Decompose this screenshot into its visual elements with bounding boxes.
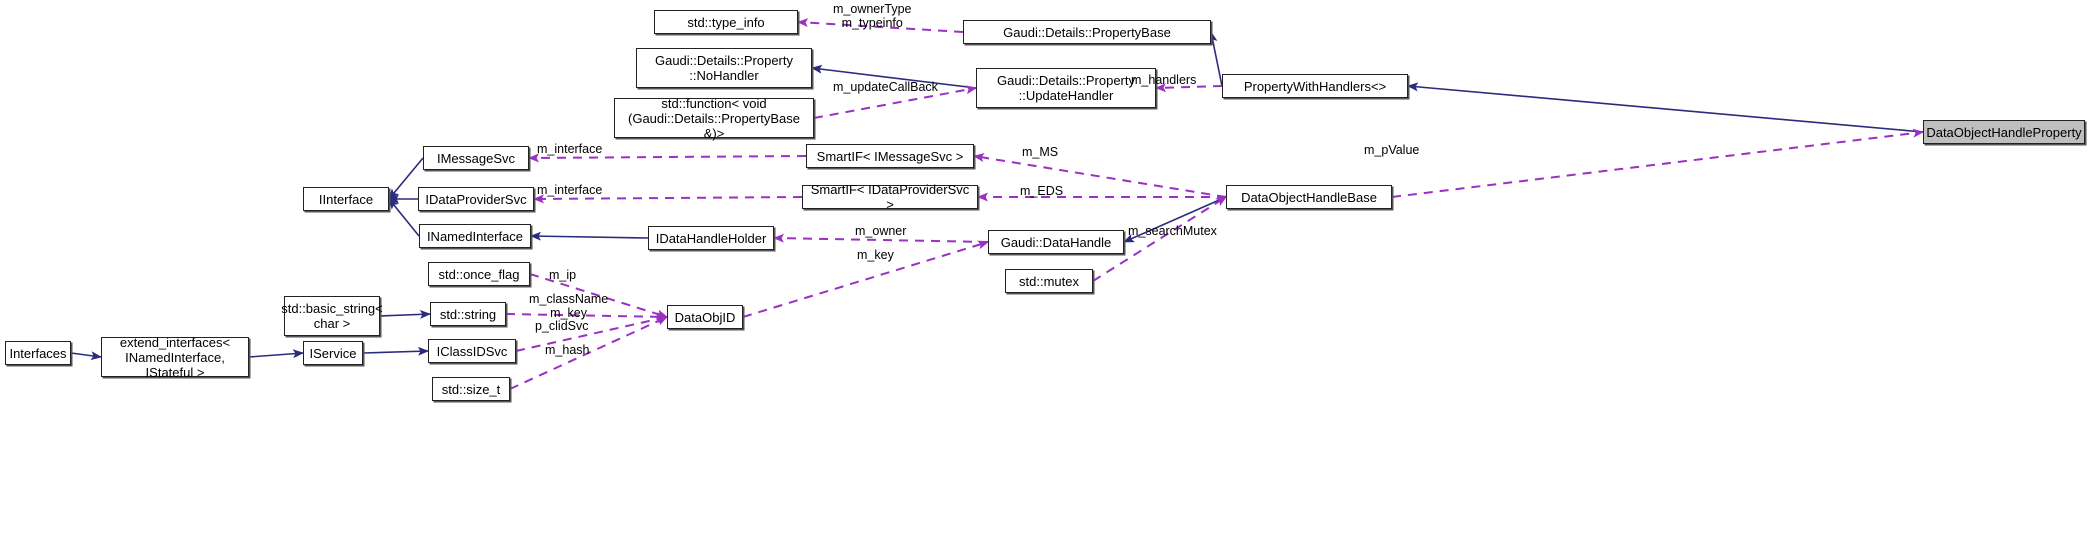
edge-dataobjid-to-datahandle <box>742 240 989 318</box>
edge-label-mutex-to-dohbase: m_searchMutex <box>1128 224 1217 238</box>
class-node-imessagesvc[interactable]: IMessageSvc <box>423 146 529 170</box>
edge-inamedinterface-to-iinterface <box>388 198 420 237</box>
edge-label-stdfunction-to-updatehandler: m_updateCallBack <box>833 80 938 94</box>
class-node-extend_interfaces[interactable]: extend_interfaces< INamedInterface, ISta… <box>101 335 249 380</box>
edge-dohbase-to-datahandle <box>1123 196 1227 243</box>
edge-label-iclassidsvc-to-dataobjid: p_clidSvc <box>535 319 589 333</box>
class-node-iservice[interactable]: IService <box>303 341 363 365</box>
edge-size_t-to-dataobjid <box>509 316 668 390</box>
edge-label-dohbase-to-smartif_ims: m_MS <box>1022 145 1059 159</box>
edge-smartif_ims-to-imessagesvc <box>528 153 807 163</box>
class-node-idataprovidersvc[interactable]: IDataProviderSvc <box>418 187 534 211</box>
class-node-idatahandleholder[interactable]: IDataHandleHolder <box>648 226 774 250</box>
class-node-smartif_idps[interactable]: SmartIF< IDataProviderSvc > <box>802 182 978 212</box>
edge-propwithhandlers-to-updatehandler <box>1155 83 1223 93</box>
class-node-datahandle[interactable]: Gaudi::DataHandle <box>988 230 1124 254</box>
class-node-nohandler[interactable]: Gaudi::Details::Property ::NoHandler <box>636 48 812 88</box>
edge-label-propertybase-to-type_info: m_ownerType m_typeinfo <box>833 2 912 30</box>
edge-interfaces-to-extend_interfaces <box>70 351 102 361</box>
edge-label-dohbase-to-smartif_idps: m_EDS <box>1020 184 1064 198</box>
edge-dohbase-to-smartif_ims <box>973 153 1227 198</box>
edge-iclassidsvc-to-dataobjid <box>515 314 668 352</box>
class-node-inamedinterface[interactable]: INamedInterface <box>419 224 531 248</box>
class-node-mutex[interactable]: std::mutex <box>1005 269 1093 293</box>
edge-extend_interfaces-to-iservice <box>248 349 304 359</box>
edge-stdfunction-to-updatehandler <box>813 85 977 119</box>
edge-dohbase-to-dohproperty <box>1391 128 1924 198</box>
edge-string-to-dataobjid <box>505 312 668 322</box>
edge-propwithhandlers-to-propertybase <box>1208 31 1223 87</box>
class-node-string[interactable]: std::string <box>430 302 506 326</box>
class-node-interfaces[interactable]: Interfaces <box>5 341 71 365</box>
class-node-dohproperty[interactable]: DataObjectHandleProperty <box>1923 120 2085 144</box>
edge-label-once_flag-to-dataobjid: m_ip <box>549 268 577 282</box>
class-node-iinterface[interactable]: IInterface <box>303 187 389 211</box>
edge-iservice-to-iclassidsvc <box>362 346 429 356</box>
edge-basic_string-to-string <box>379 309 431 319</box>
class-node-stdfunction[interactable]: std::function< void (Gaudi::Details::Pro… <box>614 96 814 141</box>
edge-label-dataobjid-to-datahandle: m_key <box>857 248 894 262</box>
class-node-basic_string[interactable]: std::basic_string< char > <box>281 296 383 336</box>
edge-propertybase-to-type_info <box>797 18 964 33</box>
edge-once_flag-to-dataobjid <box>529 273 668 319</box>
class-node-iclassidsvc[interactable]: IClassIDSvc <box>428 339 516 363</box>
edge-updatehandler-to-nohandler <box>811 64 977 89</box>
edge-dohproperty-to-propwithhandlers <box>1407 82 1924 133</box>
edge-idatahandleholder-to-inamedinterface <box>530 231 649 241</box>
class-node-dataobjid[interactable]: DataObjID <box>667 305 743 329</box>
class-node-once_flag[interactable]: std::once_flag <box>428 262 530 286</box>
edge-datahandle-to-idatahandleholder <box>773 233 989 243</box>
class-node-updatehandler[interactable]: Gaudi::Details::Property ::UpdateHandler <box>976 68 1156 108</box>
edge-label-dohbase-to-dohproperty: m_pValue <box>1364 143 1420 157</box>
edge-label-size_t-to-dataobjid: m_hash <box>545 343 590 357</box>
edge-label-smartif_ims-to-imessagesvc: m_interface <box>537 142 603 156</box>
edge-label-smartif_idps-to-idataprovidersvc: m_interface <box>537 183 603 197</box>
class-node-propertybase[interactable]: Gaudi::Details::PropertyBase <box>963 20 1211 44</box>
class-node-propwithhandlers[interactable]: PropertyWithHandlers<> <box>1222 74 1408 98</box>
class-node-dohbase[interactable]: DataObjectHandleBase <box>1226 185 1392 209</box>
class-node-type_info[interactable]: std::type_info <box>654 10 798 34</box>
edge-label-string-to-dataobjid: m_className m_key <box>529 292 609 320</box>
edge-label-datahandle-to-idatahandleholder: m_owner <box>855 224 907 238</box>
class-node-size_t[interactable]: std::size_t <box>432 377 510 401</box>
edge-smartif_idps-to-idataprovidersvc <box>533 194 803 204</box>
class-node-smartif_ims[interactable]: SmartIF< IMessageSvc > <box>806 144 974 168</box>
